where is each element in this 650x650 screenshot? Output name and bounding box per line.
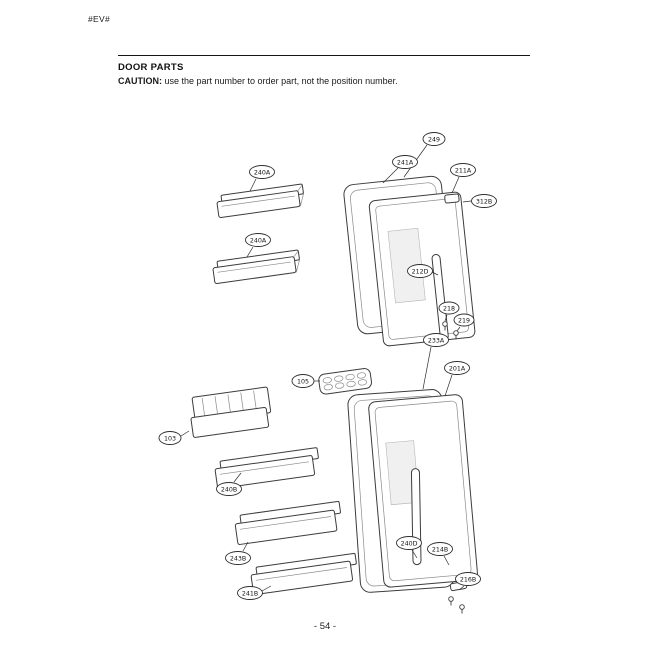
section-header: DOOR PARTS CAUTION: use the part number …: [118, 55, 530, 86]
svg-text:312B: 312B: [476, 198, 492, 205]
door-label-sticker: [387, 227, 426, 304]
callout-freezer-screw-b: 219: [453, 313, 475, 332]
svg-text:241A: 241A: [397, 159, 414, 166]
svg-text:233A: 233A: [428, 337, 445, 344]
part-fridge-handle: [410, 468, 422, 566]
page-number: - 54 -: [313, 621, 337, 632]
svg-text:240A: 240A: [254, 169, 271, 176]
svg-text:216B: 216B: [460, 576, 476, 583]
svg-text:243B: 243B: [230, 555, 246, 562]
part-fridge-basket-upper: [214, 447, 319, 489]
part-fridge-basket-middle: [234, 500, 341, 545]
callout-fridge-basket-lower: 241B: [237, 585, 272, 600]
callout-fridge-basket-upper: 240B: [216, 472, 242, 496]
svg-text:219: 219: [458, 317, 470, 324]
part-freezer-screws: [442, 321, 459, 340]
callout-fridge-cap: 240D: [396, 536, 422, 559]
svg-text:240A: 240A: [250, 237, 267, 244]
callout-freezer-cap: 312B: [462, 194, 497, 208]
callout-freezer-screw-a: 218: [438, 301, 460, 322]
caution-text: use the part number to order part, not t…: [162, 76, 398, 87]
header-rule: [118, 55, 530, 57]
callout-freezer-shelf-upper: 240A: [249, 165, 275, 192]
caution-note: CAUTION: use the part number to order pa…: [118, 76, 530, 86]
callout-fridge-door: 201A: [444, 361, 470, 397]
callout-fridge-stopper: 216B: [455, 572, 481, 591]
callout-freezer-shelf-lower: 240A: [245, 233, 271, 258]
section-title: DOOR PARTS: [118, 62, 184, 74]
callout-fridge-shelf: 103: [158, 430, 190, 445]
svg-text:105: 105: [297, 378, 309, 385]
part-ice-tray: [318, 368, 373, 395]
svg-text:212D: 212D: [412, 268, 429, 275]
svg-text:240B: 240B: [221, 486, 237, 493]
callout-fridge-hinge: 214B: [427, 542, 453, 566]
part-freezer-basket-upper: [216, 183, 304, 219]
part-fridge-shelf: [190, 386, 272, 438]
svg-text:218: 218: [443, 305, 455, 312]
caution-label: CAUTION:: [118, 76, 162, 87]
callout-fridge-gasket: 233A: [422, 333, 449, 390]
svg-text:241B: 241B: [242, 590, 258, 597]
svg-text:249: 249: [428, 136, 440, 143]
corner-mark: #EV#: [88, 14, 110, 24]
svg-text:211A: 211A: [455, 167, 472, 174]
part-fridge-door: [368, 394, 478, 588]
svg-text:240D: 240D: [401, 540, 418, 547]
callout-freezer-gasket: 241A: [382, 155, 418, 184]
callout-fridge-basket-middle: 243B: [225, 541, 251, 565]
part-freezer-cap: [444, 193, 460, 204]
part-fridge-screws: [448, 596, 465, 614]
callout-freezer-door-top: 249: [403, 132, 446, 178]
callout-freezer-door: 211A: [450, 163, 476, 194]
callout-ice-tray: 105: [291, 374, 320, 388]
part-freezer-basket-lower: [212, 249, 300, 285]
svg-text:214B: 214B: [432, 546, 448, 553]
callout-freezer-handle: 212D: [407, 264, 439, 278]
svg-text:103: 103: [164, 435, 176, 442]
svg-text:201A: 201A: [449, 365, 466, 372]
part-fridge-basket-lower: [250, 552, 357, 595]
